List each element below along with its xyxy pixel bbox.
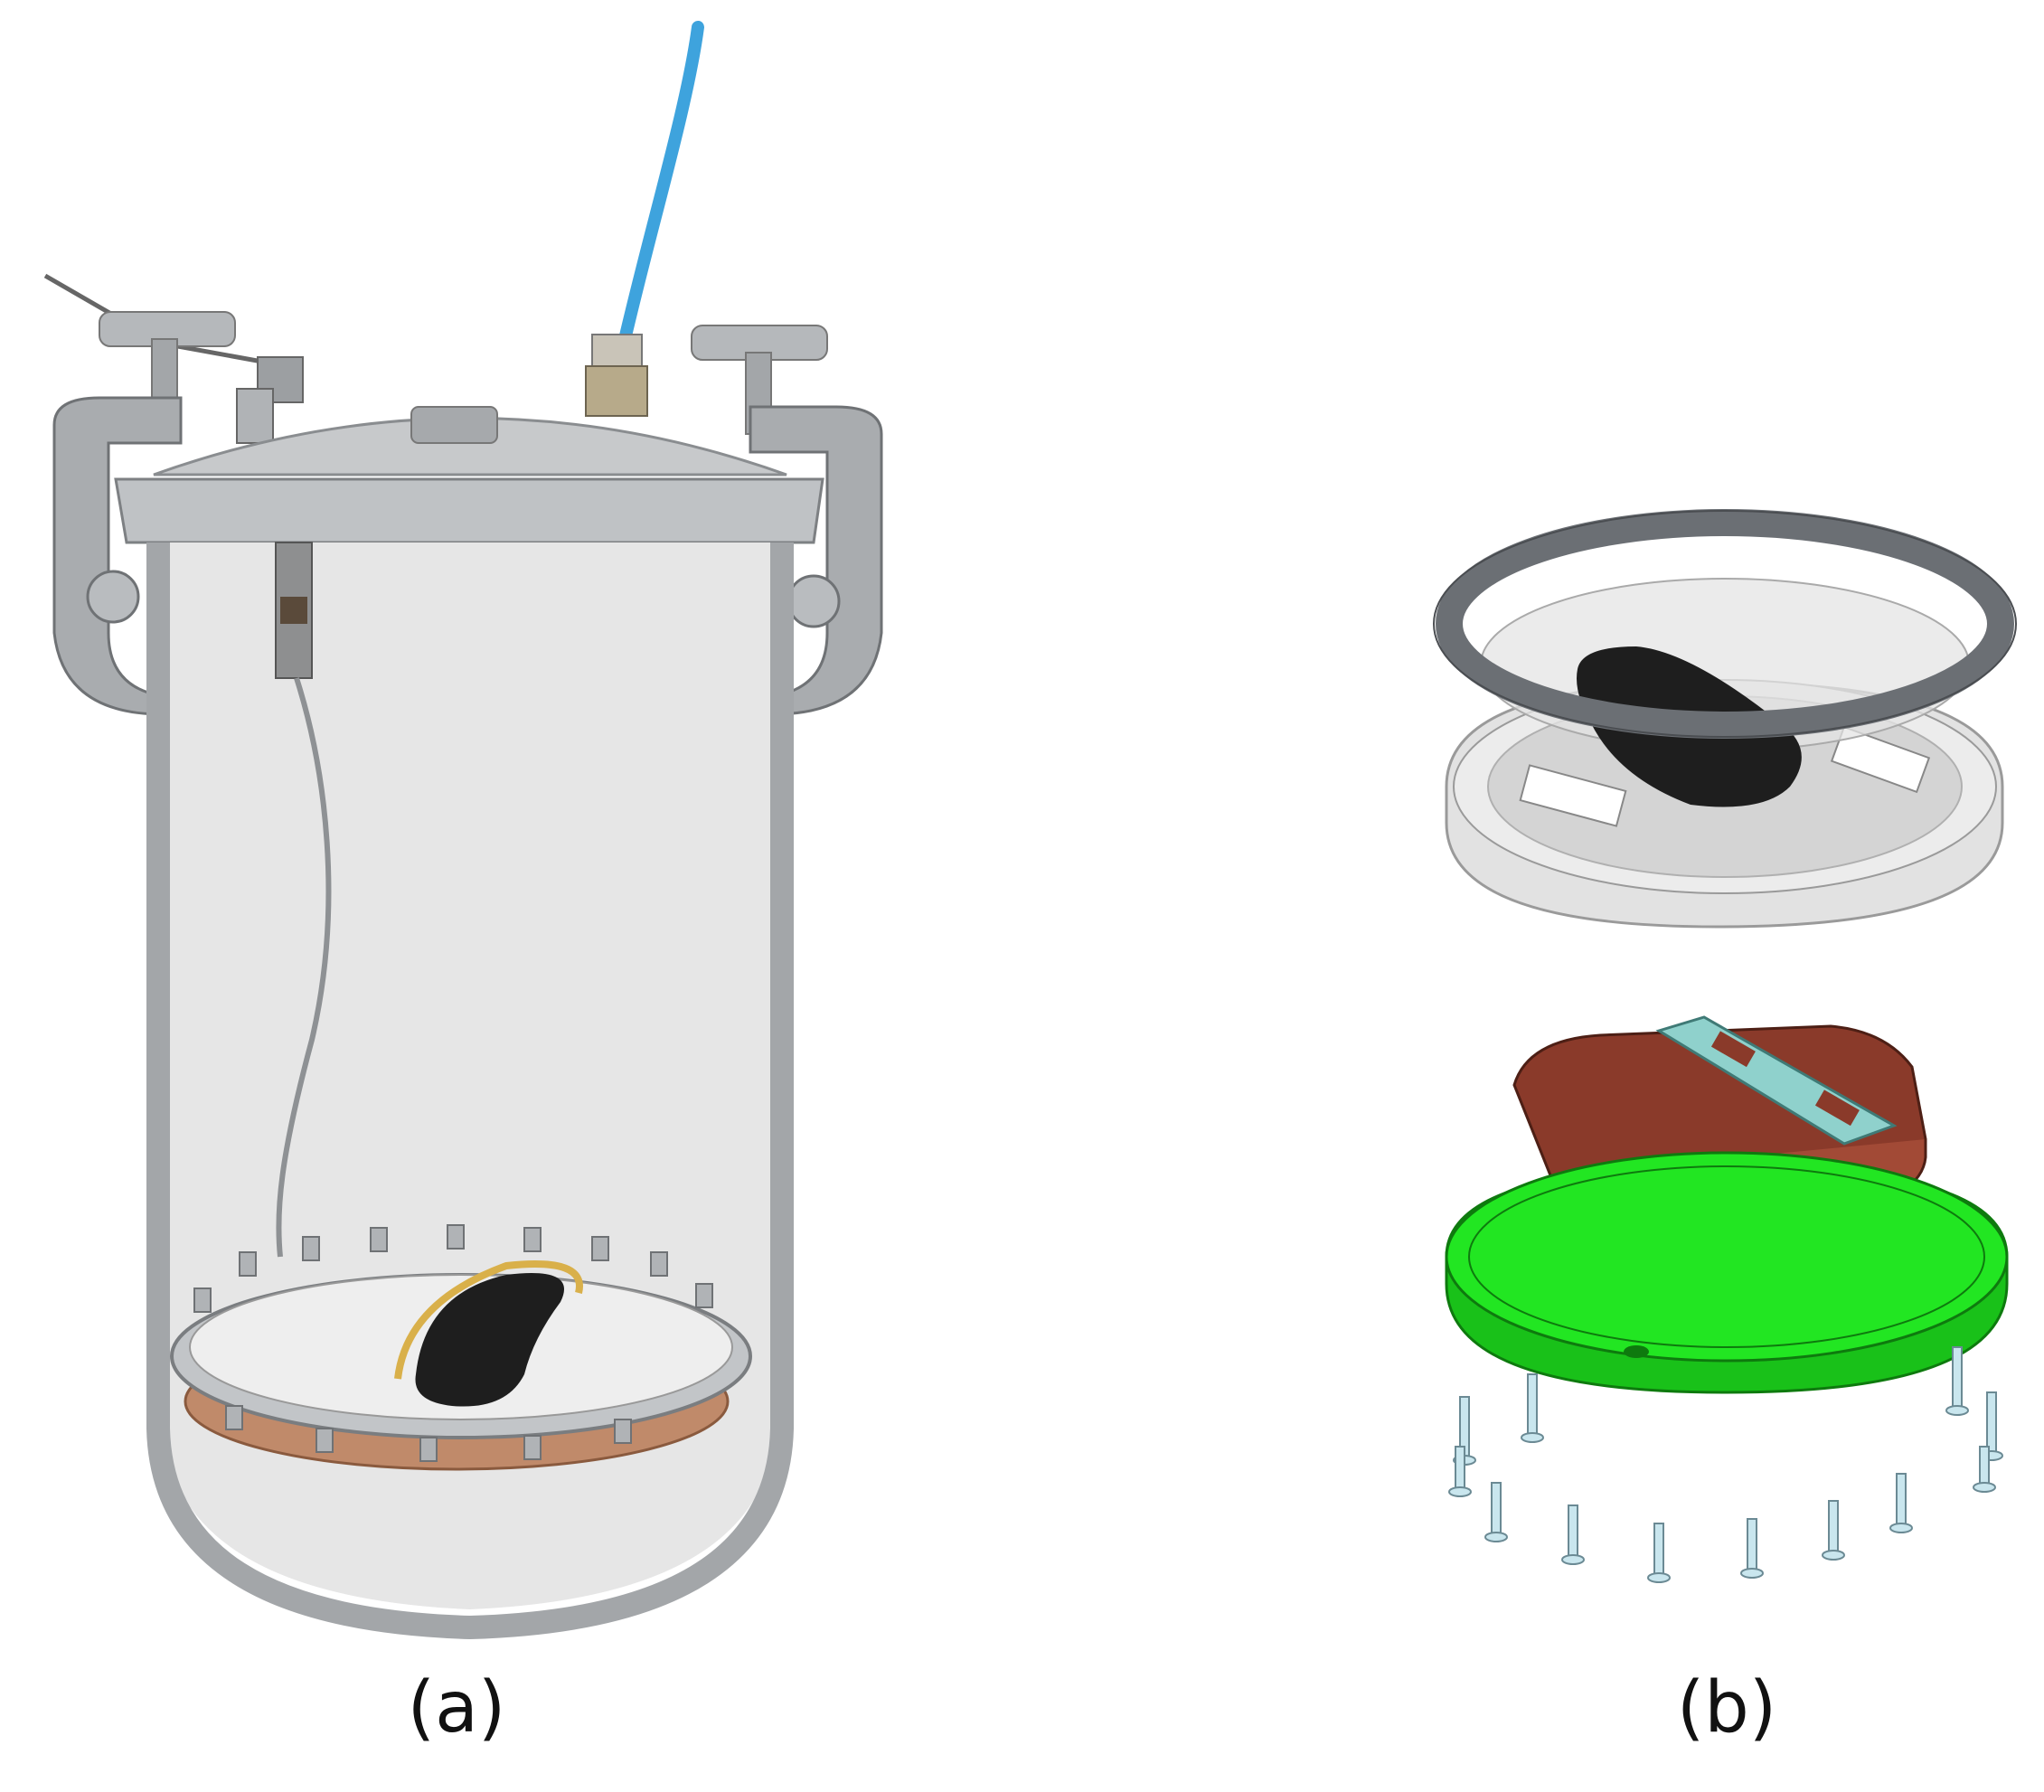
pressure-vessel-photo — [43, 21, 883, 1640]
panel-b: (b) — [1022, 0, 2044, 1792]
panel-a: (a) — [43, 21, 883, 1749]
exploded-cad-assembly — [1433, 509, 2017, 1583]
right-c-clamp — [749, 405, 883, 716]
top-clamp-ring — [1436, 509, 2014, 739]
insole-sample — [415, 1273, 564, 1407]
panel-a-label: (a) — [407, 1667, 506, 1749]
left-c-clamp — [52, 396, 183, 716]
vessel-lid-rim — [114, 477, 824, 544]
wing-nuts — [193, 1224, 713, 1462]
air-tube — [617, 21, 704, 350]
vessel-frame — [146, 542, 794, 1640]
fastener-pins — [1448, 1346, 2003, 1583]
sensor-cable — [276, 677, 332, 1258]
panel-b-label: (b) — [1676, 1667, 1777, 1749]
